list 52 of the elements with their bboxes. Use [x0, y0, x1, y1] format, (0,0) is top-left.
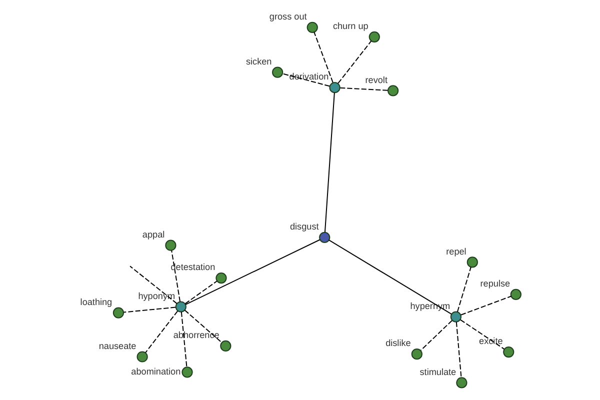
connector	[460, 296, 512, 316]
node-label: nauseate	[98, 340, 136, 351]
connector	[130, 266, 178, 304]
connector	[185, 239, 320, 305]
node-label: stimulate	[420, 366, 456, 377]
connector	[180, 312, 188, 367]
node-circle	[466, 256, 478, 268]
connector	[314, 32, 334, 83]
connector	[124, 306, 176, 313]
connector	[456, 266, 472, 312]
connector	[456, 322, 462, 378]
connector	[184, 280, 218, 304]
node-label: churn up	[332, 21, 368, 32]
node-circle	[450, 311, 462, 322]
node-label: dislike	[386, 338, 411, 348]
node-label: hyponym	[138, 290, 176, 301]
node-circle	[411, 348, 422, 360]
connector	[328, 240, 452, 314]
node-circle	[329, 82, 340, 94]
node-label: repulse	[480, 278, 510, 289]
node-circle	[112, 307, 124, 318]
node-label: detestation	[170, 262, 216, 272]
node-circle	[503, 346, 514, 358]
node-circle	[182, 366, 193, 378]
connector	[145, 310, 178, 353]
node-circle	[510, 288, 522, 300]
node-circle	[368, 31, 380, 42]
node-circle	[220, 340, 232, 352]
node-circle	[388, 85, 399, 96]
node-label: revolt	[365, 74, 388, 85]
node-label: gross out	[269, 12, 307, 22]
node-circle	[216, 272, 227, 284]
connector	[338, 40, 372, 84]
node-label: loathing	[80, 296, 112, 307]
connector	[171, 250, 181, 302]
node-label: abomination	[131, 366, 181, 376]
node-circle	[175, 301, 186, 312]
node-label: sicken	[246, 56, 272, 66]
node-circle	[456, 377, 468, 388]
node-label: derivation	[289, 72, 329, 82]
connector	[340, 87, 388, 91]
node-circle	[136, 351, 148, 362]
connector	[420, 320, 452, 351]
node-circle	[165, 240, 176, 251]
node-circle	[306, 22, 318, 33]
node-label: repel	[446, 246, 466, 256]
node-label: appal	[142, 229, 165, 240]
node-circle	[319, 232, 330, 243]
connector	[324, 92, 335, 232]
node-circle	[272, 66, 284, 78]
node-label: disgust	[290, 222, 319, 232]
connector	[282, 73, 330, 87]
